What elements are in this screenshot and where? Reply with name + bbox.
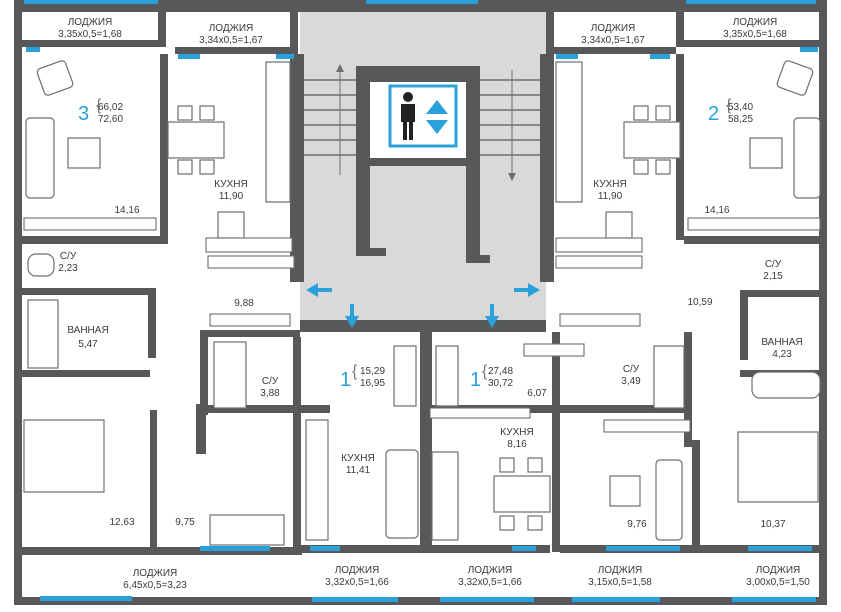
loggia-name: ЛОДЖИЯ bbox=[598, 565, 643, 576]
kitchen-name: КУХНЯ bbox=[500, 427, 533, 438]
apartment-total-area: 72,60 bbox=[98, 114, 123, 125]
room-area-a2-living: 14,16 bbox=[704, 205, 729, 216]
wc-name: С/У bbox=[623, 364, 640, 375]
loggia-dim: 3,00x0,5=1,50 bbox=[746, 577, 810, 588]
bath-a2-label: ВАННАЯ 4,23 bbox=[761, 337, 802, 360]
apartment-total-area: 16,95 bbox=[360, 378, 385, 389]
loggia-top-left: ЛОДЖИЯ 3,35x0,5=1,68 bbox=[58, 17, 122, 40]
loggia-name: ЛОДЖИЯ bbox=[733, 17, 778, 28]
kitchen-area: 8,16 bbox=[507, 439, 527, 450]
loggia-bottom-right: ЛОДЖИЯ 3,00x0,5=1,50 bbox=[746, 565, 810, 588]
bath-name: ВАННАЯ bbox=[67, 325, 108, 336]
loggia-name: ЛОДЖИЯ bbox=[468, 565, 513, 576]
stairs bbox=[304, 64, 540, 181]
loggia-dim: 3,35x0,5=1,68 bbox=[723, 29, 787, 40]
bath-area: 4,23 bbox=[772, 349, 792, 360]
kitchen-area: 11,41 bbox=[346, 465, 371, 476]
loggia-bottom-center-1: ЛОДЖИЯ 3,32x0,5=1,66 bbox=[325, 565, 389, 588]
kitchen-c1-label: КУХНЯ 11,41 bbox=[341, 453, 374, 476]
apartment-living-area: 15,29 bbox=[360, 366, 385, 377]
kitchen-name: КУХНЯ bbox=[593, 179, 626, 190]
wc-area: 2,23 bbox=[58, 263, 78, 274]
apartment-number: 3 bbox=[78, 103, 89, 125]
wc-a3-label: С/У 2,23 bbox=[58, 251, 78, 274]
kitchen-area: 11,90 bbox=[219, 191, 244, 202]
room-area-c2: 9,76 bbox=[627, 519, 647, 530]
wc-name: С/У bbox=[60, 251, 77, 262]
apartment-1b-label: 1 { 27,48 30,72 bbox=[470, 363, 513, 391]
loggia-name: ЛОДЖИЯ bbox=[133, 568, 178, 579]
apartment-total-area: 30,72 bbox=[488, 378, 513, 389]
elevator-icon bbox=[388, 84, 458, 148]
loggia-dim: 3,34x0,5=1,67 bbox=[199, 35, 263, 46]
loggia-bottom-center-3: ЛОДЖИЯ 3,15x0,5=1,58 bbox=[588, 565, 652, 588]
wc-area: 2,15 bbox=[763, 271, 783, 282]
svg-text:{: { bbox=[726, 97, 732, 114]
loggia-dim: 3,32x0,5=1,66 bbox=[458, 577, 522, 588]
apartment-number: 1 bbox=[470, 369, 481, 391]
apartment-living-area: 27,48 bbox=[488, 366, 513, 377]
loggia-name: ЛОДЖИЯ bbox=[591, 23, 636, 34]
svg-text:{: { bbox=[96, 97, 102, 114]
kitchen-area: 11,90 bbox=[598, 191, 623, 202]
wc-a2-label: С/У 2,15 bbox=[763, 259, 783, 282]
wc-c2-label: С/У 3,49 bbox=[621, 364, 641, 387]
loggia-name: ЛОДЖИЯ bbox=[68, 17, 113, 28]
loggia-dim: 3,35x0,5=1,68 bbox=[58, 29, 122, 40]
walls bbox=[14, 0, 827, 605]
room-area-a3-living: 14,16 bbox=[114, 205, 139, 216]
apartment-living-area: 53,40 bbox=[728, 102, 753, 113]
loggia-dim: 3,15x0,5=1,58 bbox=[588, 577, 652, 588]
svg-text:{: { bbox=[352, 363, 358, 380]
loggia-bottom-center-2: ЛОДЖИЯ 3,32x0,5=1,66 bbox=[458, 565, 522, 588]
bath-a3-label: ВАННАЯ 5,47 bbox=[67, 325, 108, 350]
loggia-top-right: ЛОДЖИЯ 3,35x0,5=1,68 bbox=[723, 17, 787, 40]
loggia-dim: 6,45x0,5=3,23 bbox=[123, 580, 187, 591]
wc-area: 3,88 bbox=[260, 388, 280, 399]
bath-name: ВАННАЯ bbox=[761, 337, 802, 348]
kitchen-name: КУХНЯ bbox=[214, 179, 247, 190]
entry-arrows bbox=[306, 283, 540, 328]
hall-area-a2: 10,59 bbox=[687, 297, 712, 308]
hall-area-a3: 9,88 bbox=[234, 298, 254, 309]
apartment-living-area: 66,02 bbox=[98, 102, 123, 113]
apartment-3-label: 3 { 66,02 72,60 bbox=[78, 97, 123, 125]
room-area-a3-bedroom: 12,63 bbox=[109, 517, 134, 528]
wc-name: С/У bbox=[765, 259, 782, 270]
kitchen-a3-label: КУХНЯ 11,90 bbox=[214, 179, 247, 202]
windows bbox=[24, 0, 818, 602]
apartment-2-label: 2 { 53,40 58,25 bbox=[708, 97, 753, 125]
apartment-number: 1 bbox=[340, 369, 351, 391]
kitchen-c2-label: КУХНЯ 8,16 bbox=[500, 427, 533, 450]
kitchen-a2-label: КУХНЯ 11,90 bbox=[593, 179, 626, 202]
loggia-name: ЛОДЖИЯ bbox=[335, 565, 380, 576]
furniture bbox=[23, 60, 821, 546]
apartment-number: 2 bbox=[708, 103, 719, 125]
stair-core-area bbox=[300, 10, 546, 332]
apartment-total-area: 58,25 bbox=[728, 114, 753, 125]
loggia-dim: 3,34x0,5=1,67 bbox=[581, 35, 645, 46]
room-area-a2-bedroom: 10,37 bbox=[760, 519, 785, 530]
wc-area: 3,49 bbox=[621, 376, 641, 387]
loggia-top-center-1: ЛОДЖИЯ 3,34x0,5=1,67 bbox=[199, 23, 263, 46]
wc-name: С/У bbox=[262, 376, 279, 387]
loggia-name: ЛОДЖИЯ bbox=[209, 23, 254, 34]
loggia-top-center-2: ЛОДЖИЯ 3,34x0,5=1,67 bbox=[581, 23, 645, 46]
loggia-dim: 3,32x0,5=1,66 bbox=[325, 577, 389, 588]
apartment-1a-label: 1 { 15,29 16,95 bbox=[340, 363, 385, 391]
kitchen-name: КУХНЯ bbox=[341, 453, 374, 464]
room-area-a3-second: 9,75 bbox=[175, 517, 195, 528]
wc-c1-label: С/У 3,88 bbox=[260, 376, 280, 399]
loggia-name: ЛОДЖИЯ bbox=[756, 565, 801, 576]
loggia-bottom-left: ЛОДЖИЯ 6,45x0,5=3,23 bbox=[123, 568, 187, 591]
bath-area: 5,47 bbox=[78, 339, 98, 350]
hall-area-c2: 6,07 bbox=[527, 388, 547, 399]
svg-text:{: { bbox=[482, 363, 488, 380]
